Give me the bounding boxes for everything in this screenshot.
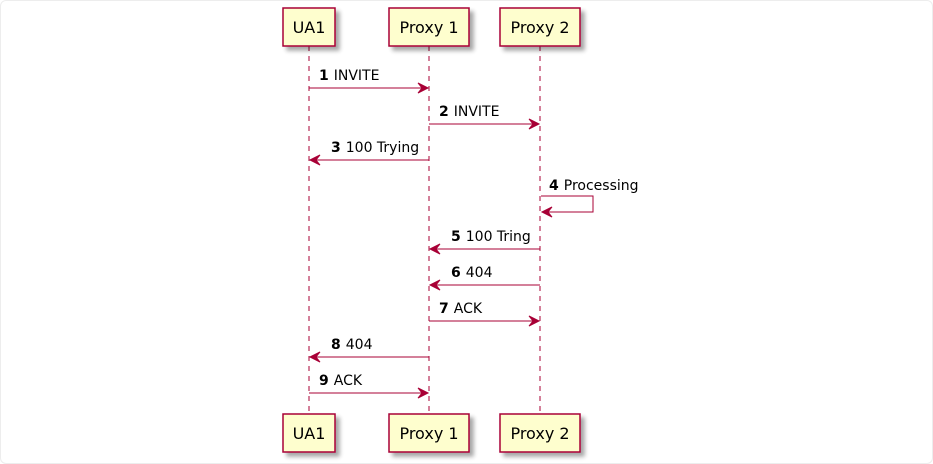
message-4: 4 Processing: [540, 178, 639, 218]
participant-proxy2-top: Proxy 2: [499, 7, 581, 47]
message-number: 5: [451, 229, 461, 245]
arrowhead: [417, 82, 430, 94]
message-number: 3: [331, 140, 341, 156]
message-text: ACK: [454, 301, 483, 317]
arrowhead: [308, 154, 321, 166]
message-text: 404: [346, 337, 373, 353]
message-text: INVITE: [334, 68, 380, 84]
participant-box: [388, 7, 470, 47]
message-label: 8 404: [331, 337, 373, 353]
message-9: 9 ACK: [309, 373, 430, 399]
message-label: 2 INVITE: [439, 104, 499, 120]
participant-proxy1-top: Proxy 1: [388, 7, 470, 47]
message-3: 3 100 Trying: [308, 140, 429, 166]
message-number: 1: [319, 68, 329, 84]
arrowhead: [428, 279, 441, 291]
message-text: INVITE: [454, 104, 500, 120]
message-label: 3 100 Trying: [331, 140, 419, 156]
participant-label: Proxy 2: [510, 424, 569, 443]
message-number: 6: [451, 265, 461, 281]
participant-label: Proxy 2: [510, 18, 569, 37]
message-1: 1 INVITE: [309, 68, 430, 94]
message-6: 6 404: [428, 265, 540, 291]
participant-label: Proxy 1: [399, 424, 458, 443]
message-label: 1 INVITE: [319, 68, 379, 84]
message-number: 7: [439, 301, 449, 317]
message-text: 100 Trying: [346, 140, 419, 156]
participant-box: [282, 413, 336, 453]
message-5: 5 100 Tring: [428, 229, 540, 255]
participant-ua1-top: UA1: [282, 7, 336, 47]
participant-label: UA1: [293, 18, 326, 37]
arrowhead: [540, 206, 553, 218]
message-line: [541, 195, 594, 213]
message-text: 404: [466, 265, 493, 281]
participant-box: [499, 7, 581, 47]
message-label: 7 ACK: [439, 301, 483, 317]
arrowhead: [528, 118, 541, 130]
participant-proxy1-bottom: Proxy 1: [388, 413, 470, 453]
message-label: 5 100 Tring: [451, 229, 531, 245]
participant-label: Proxy 1: [399, 18, 458, 37]
arrowhead: [428, 243, 441, 255]
arrowhead: [308, 351, 321, 363]
participant-box: [282, 7, 336, 47]
message-7: 7 ACK: [429, 301, 541, 327]
message-number: 4: [549, 178, 559, 194]
message-8: 8 404: [308, 337, 429, 363]
arrowhead: [417, 387, 430, 399]
participant-label: UA1: [293, 424, 326, 443]
participant-box: [388, 413, 470, 453]
arrowhead: [528, 315, 541, 327]
message-label: 9 ACK: [319, 373, 363, 389]
message-number: 9: [319, 373, 329, 389]
message-text: Processing: [564, 178, 639, 194]
message-label: 4 Processing: [549, 178, 639, 194]
message-number: 8: [331, 337, 341, 353]
participant-box: [499, 413, 581, 453]
message-label: 6 404: [451, 265, 493, 281]
message-2: 2 INVITE: [429, 104, 541, 130]
message-text: 100 Tring: [466, 229, 531, 245]
participant-ua1-bottom: UA1: [282, 413, 336, 453]
participant-proxy2-bottom: Proxy 2: [499, 413, 581, 453]
message-text: ACK: [334, 373, 363, 389]
message-number: 2: [439, 104, 449, 120]
